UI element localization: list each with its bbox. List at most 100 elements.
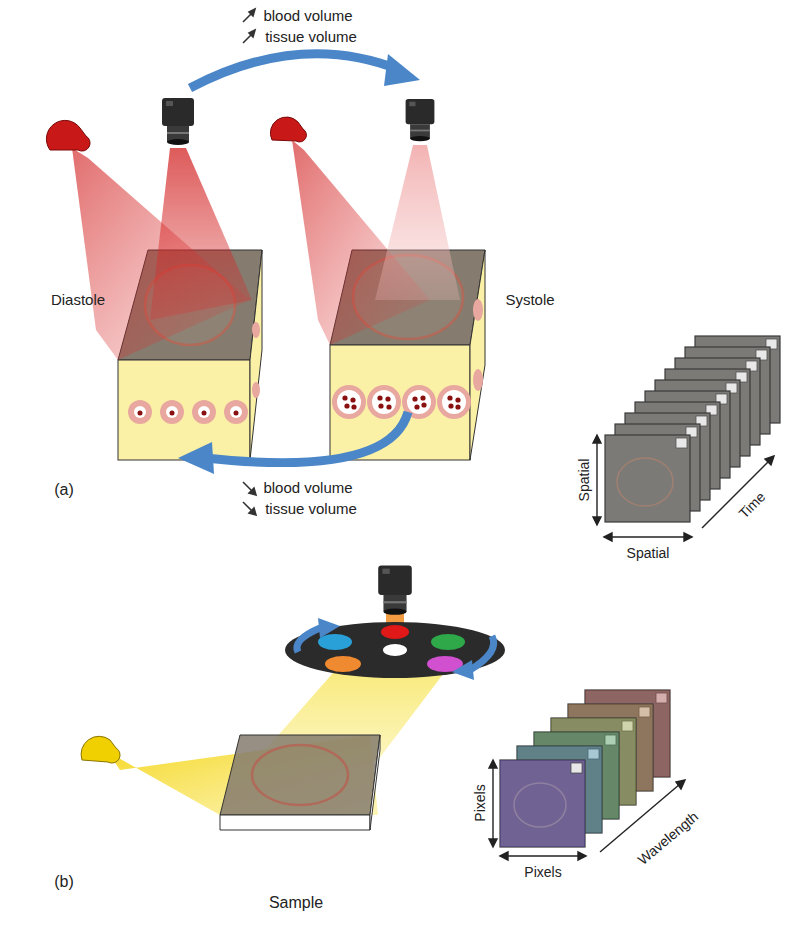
vessel: [342, 395, 347, 400]
vessel: [332, 385, 366, 419]
trend-arrow: [249, 488, 256, 495]
vessel: [134, 406, 146, 418]
annotation-text: blood volume: [263, 7, 352, 24]
sample: [220, 815, 370, 830]
vessel: [224, 400, 248, 424]
spectral-frames: [500, 690, 670, 847]
video-frames: [617, 458, 673, 506]
sample: [220, 735, 380, 830]
light-beam: [150, 148, 252, 320]
axis-label: Time: [735, 488, 768, 521]
tissue-block: [473, 299, 483, 321]
axis-arrow: [765, 456, 774, 465]
annotation-text: tissue volume: [265, 28, 357, 45]
video-frames: [605, 336, 780, 522]
vessel: [386, 404, 391, 409]
axis-arrow: [596, 441, 597, 520]
filter-wheel: [383, 644, 407, 656]
annotation-text: blood volume: [263, 479, 352, 496]
vessel: [448, 403, 453, 408]
vessel: [455, 397, 460, 402]
panel-label: (a): [54, 481, 74, 499]
axis-arrow: [593, 517, 601, 525]
axis-arrow: [593, 435, 774, 541]
sample: [252, 745, 348, 805]
filter-wheel: [318, 618, 340, 638]
filter-wheel: [431, 634, 465, 650]
vessel: [447, 395, 452, 400]
axis-label: Spatial: [576, 459, 592, 502]
axis-arrow: [593, 435, 601, 443]
vessel: [160, 400, 184, 424]
tissue-block: [252, 322, 260, 338]
axis-arrow: [702, 460, 770, 528]
vessel: [421, 402, 426, 407]
cycle-arrow: [190, 54, 400, 88]
filter-wheel: [452, 660, 474, 680]
camera: [378, 566, 412, 615]
vessel: [407, 390, 431, 414]
tissue-block: [330, 345, 470, 460]
vessel: [138, 411, 143, 416]
tissue-block: [118, 360, 250, 460]
light-source: [81, 736, 120, 763]
camera: [378, 566, 412, 615]
vessel: [385, 396, 390, 401]
vessel: [367, 385, 401, 419]
cycle-arrow: [190, 54, 420, 88]
vessel: [414, 404, 419, 409]
vessel: [198, 406, 210, 418]
spectral-frames: [500, 760, 585, 847]
vessel: [350, 397, 355, 402]
vessel: [234, 411, 239, 416]
filter-wheel: [318, 634, 352, 650]
spectral-frames: [500, 760, 585, 847]
vessel: [128, 400, 152, 424]
filter-wheel: [297, 628, 320, 652]
vessel: [337, 390, 361, 414]
vessel: [166, 406, 178, 418]
vessel: [170, 411, 175, 416]
vessel: [412, 396, 417, 401]
vessel: [128, 400, 248, 424]
vessel: [230, 406, 242, 418]
video-frames: [605, 435, 690, 522]
vessel: [351, 404, 356, 409]
cycle-arrow: [178, 412, 408, 474]
cycle-arrow: [205, 412, 408, 463]
tissue-block: [470, 250, 485, 460]
camera: [162, 98, 194, 145]
light-source: [270, 117, 306, 142]
light-source: [46, 120, 90, 151]
filter-wheel: [284, 618, 505, 680]
cycle-arrow: [384, 54, 420, 86]
vessel: [437, 385, 471, 419]
tissue-block: [252, 382, 260, 398]
vessel: [202, 411, 207, 416]
axis-arrow: [492, 766, 493, 842]
tissue-block: [473, 369, 483, 391]
trend-arrow: [249, 30, 255, 37]
axis-label: Pixels: [472, 784, 488, 821]
phase-label: Diastole: [51, 291, 105, 308]
axis-arrow: [489, 760, 497, 768]
vessel: [442, 390, 466, 414]
cycle-arrow: [178, 442, 214, 474]
axis-arrow: [684, 533, 692, 541]
vessel: [378, 403, 383, 408]
filter-wheel: [325, 656, 361, 672]
vessel: [192, 400, 216, 424]
light-beam: [72, 140, 460, 360]
sample: [220, 735, 380, 815]
trend-arrow: [249, 508, 256, 515]
light-source: [81, 736, 120, 763]
trend-arrow: [249, 9, 255, 16]
vessel: [344, 403, 349, 408]
vessel: [377, 395, 382, 400]
axis-arrow: [676, 780, 685, 789]
axis-arrow: [500, 852, 508, 860]
axis-label: Wavelength: [635, 808, 702, 868]
axis-arrow: [578, 852, 586, 860]
light-beam: [375, 145, 460, 300]
